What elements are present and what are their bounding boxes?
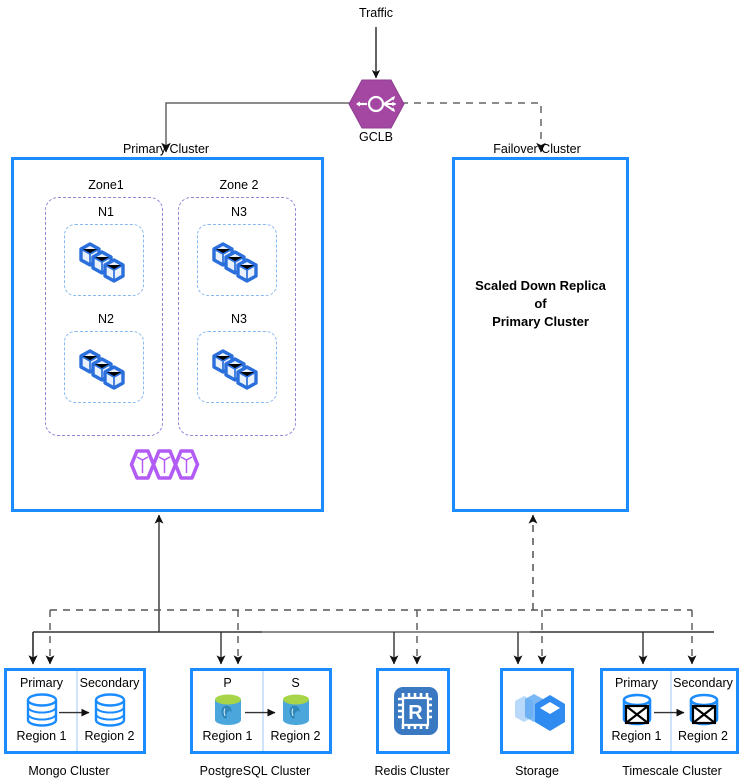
- kubernetes-nodes-icon: [76, 233, 132, 287]
- node-n3-a-label: N3: [231, 205, 247, 219]
- zone-2[interactable]: [178, 197, 296, 436]
- kubernetes-nodes-icon: [76, 340, 132, 394]
- timescale-cluster-box[interactable]: Primary Secondary Region 1 Region 2: [600, 668, 739, 754]
- storage-caption: Storage: [515, 764, 559, 778]
- mongo-db-icon: [25, 693, 59, 727]
- mongo-cluster-box[interactable]: Primary Secondary Region 1 Region 2: [4, 668, 146, 754]
- postgres-primary-region: Region 1: [202, 729, 253, 743]
- timescale-primary-region: Region 1: [611, 729, 662, 743]
- mongo-secondary-role: Secondary: [79, 676, 140, 690]
- mongo-divider: [76, 671, 78, 751]
- failover-cluster-label: Failover Cluster: [493, 142, 581, 156]
- timescale-db-icon: [620, 693, 654, 727]
- postgresql-db-icon: [280, 693, 312, 727]
- node-n3-b-label: N3: [231, 312, 247, 326]
- gclb-icon: [348, 79, 405, 129]
- timescale-secondary-role: Secondary: [673, 676, 733, 690]
- primary-cluster-label: Primary Cluster: [122, 142, 210, 156]
- timescale-divider: [670, 671, 672, 751]
- redis-chip-icon: R: [390, 681, 442, 741]
- timescale-primary-role: Primary: [614, 676, 659, 690]
- storage-cubes-icon: [511, 685, 569, 739]
- kubernetes-nodes-icon: [209, 340, 265, 394]
- postgres-replication-arrow: [245, 708, 276, 717]
- node-n3-b[interactable]: [197, 331, 277, 403]
- redis-cluster-caption: Redis Cluster: [374, 764, 450, 778]
- mongo-cluster-caption: Mongo Cluster: [28, 764, 110, 778]
- node-n2-label: N2: [98, 312, 114, 326]
- node-n2[interactable]: [64, 331, 144, 403]
- postgres-divider: [262, 671, 264, 751]
- svg-text:R: R: [408, 702, 423, 724]
- redis-cluster-box[interactable]: R: [376, 668, 450, 754]
- mongo-primary-region: Region 1: [16, 729, 67, 743]
- postgresql-db-icon: [212, 693, 244, 727]
- storage-box[interactable]: [500, 668, 574, 754]
- node-n1[interactable]: [64, 224, 144, 296]
- timescale-replication-arrow: [654, 708, 685, 717]
- zone1-label: Zone1: [88, 178, 124, 192]
- node-n1-label: N1: [98, 205, 114, 219]
- kubernetes-nodes-icon: [209, 233, 265, 287]
- failover-cluster-box[interactable]: Scaled Down Replica of Primary Cluster: [452, 157, 629, 512]
- node-n3-a[interactable]: [197, 224, 277, 296]
- zone2-label: Zone 2: [219, 178, 259, 192]
- mongo-db-icon: [93, 693, 127, 727]
- pods-hexagon-icon: [128, 448, 202, 482]
- postgres-secondary-region: Region 2: [270, 729, 321, 743]
- failover-body-line-1: Scaled Down Replica: [475, 278, 606, 293]
- edge-gclb-to-failover: [401, 102, 546, 153]
- postgresql-cluster-box[interactable]: P S Region 1 Region 2: [190, 668, 332, 754]
- timescale-db-icon: [687, 693, 721, 727]
- postgresql-cluster-caption: PostgreSQL Cluster: [199, 764, 311, 778]
- mongo-secondary-region: Region 2: [84, 729, 135, 743]
- gclb-label: GCLB: [358, 130, 394, 144]
- zone-1[interactable]: [45, 197, 163, 436]
- failover-body-line-2: of: [534, 296, 547, 311]
- mongo-replication-arrow: [59, 708, 90, 717]
- edge-gclb-to-primary: [161, 102, 352, 153]
- traffic-label: Traffic: [358, 6, 394, 20]
- failover-body-line-3: Primary Cluster: [492, 314, 589, 329]
- mongo-primary-role: Primary: [19, 676, 64, 690]
- postgres-primary-role: P: [223, 676, 232, 690]
- postgres-secondary-role: S: [291, 676, 300, 690]
- timescale-secondary-region: Region 2: [677, 729, 729, 743]
- timescale-cluster-caption: Timescale Cluster: [622, 764, 722, 778]
